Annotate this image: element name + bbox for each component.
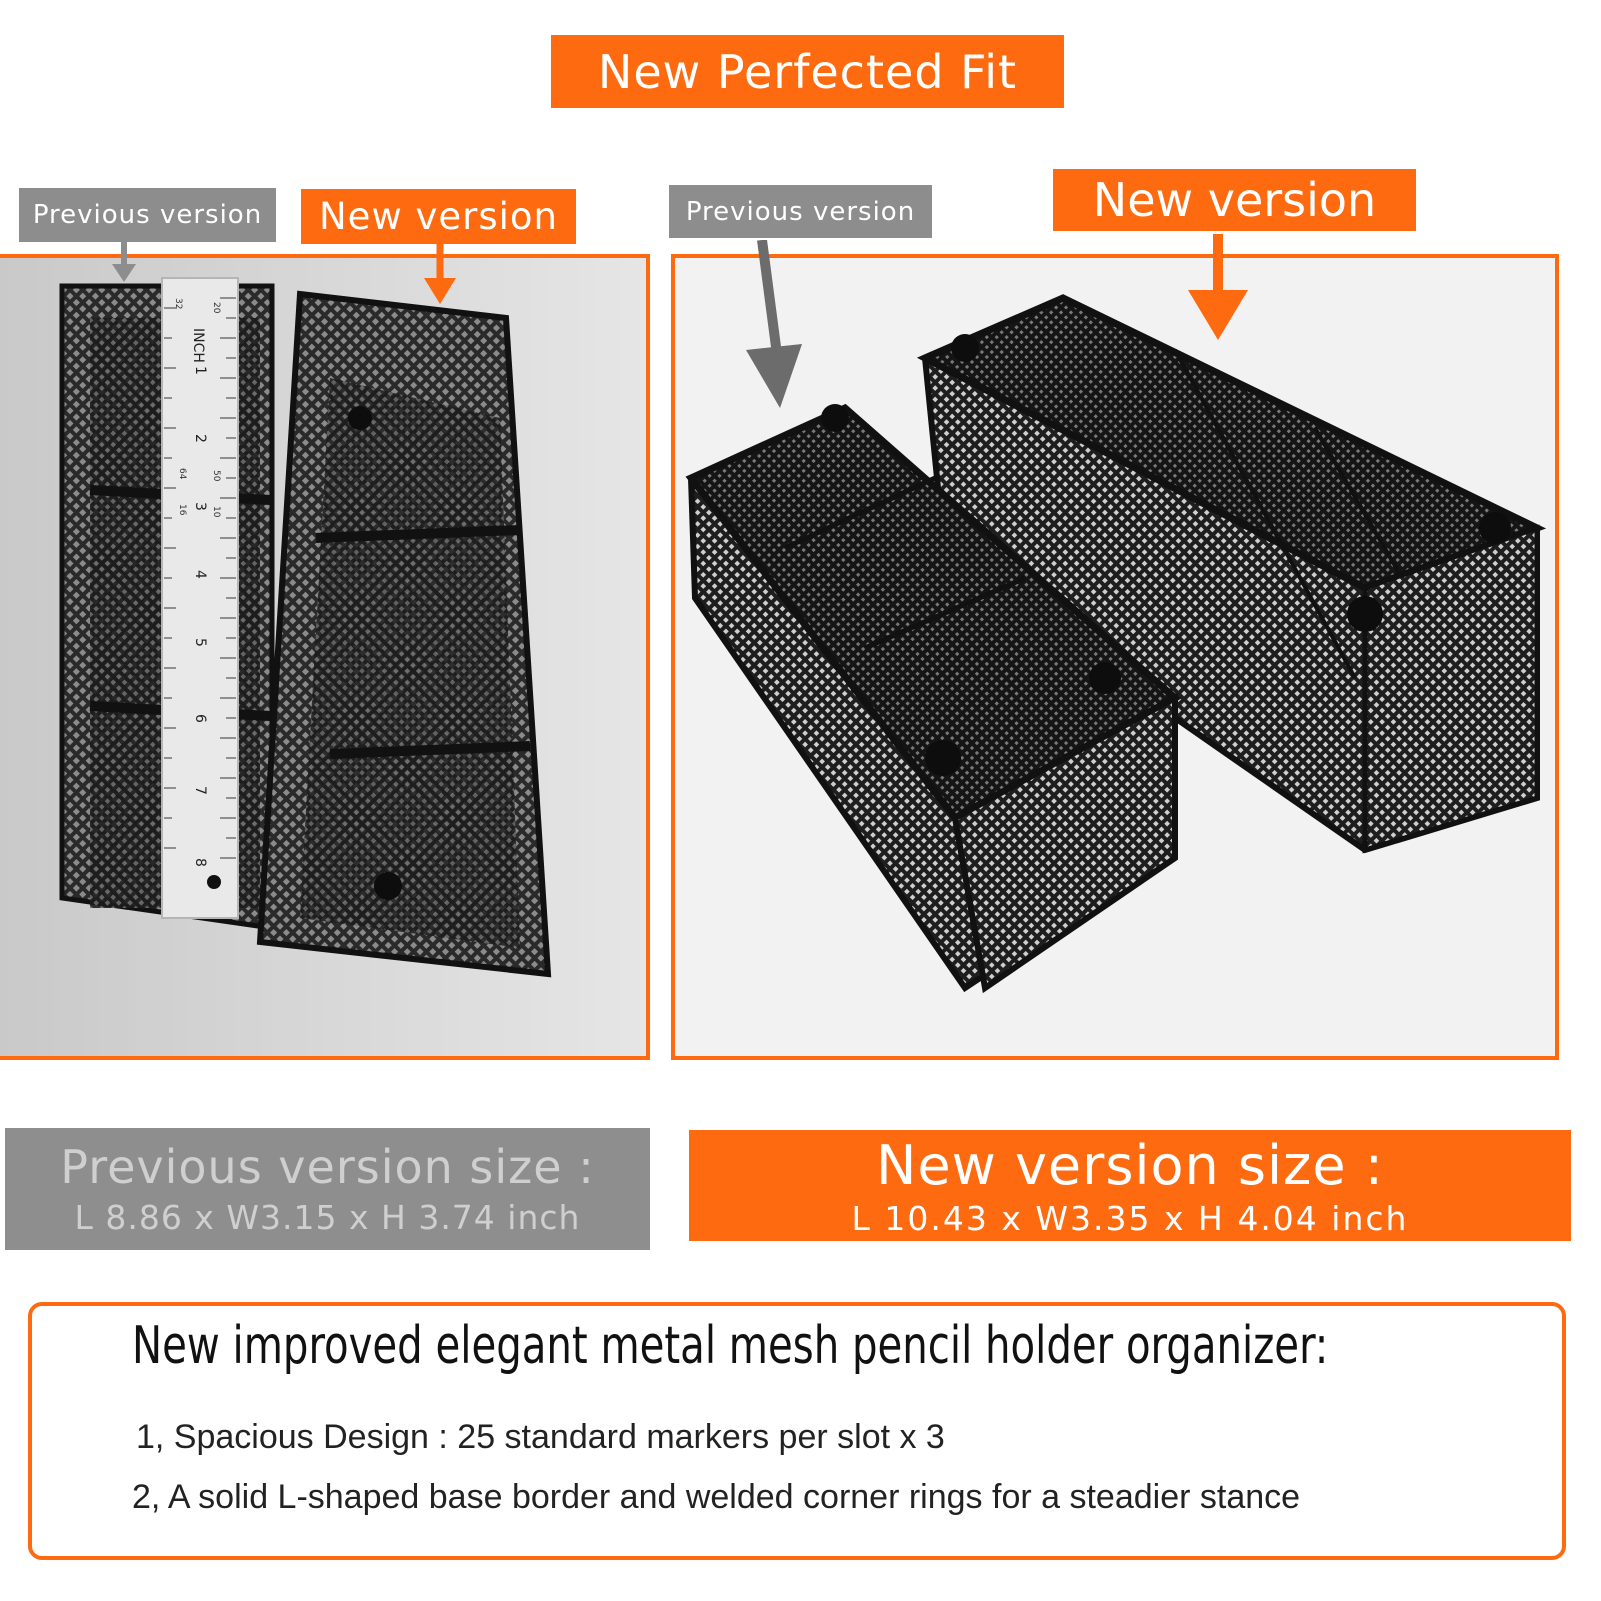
new-size-title: New version size : <box>876 1133 1384 1197</box>
ruler: INCH 1 2 3 4 5 6 7 8 20 32 50 64 10 16 <box>161 277 239 919</box>
ruler-cm-20: 20 <box>211 302 221 314</box>
ruler-inch-5: 5 <box>192 638 208 647</box>
ruler-inch-7: 7 <box>192 786 208 795</box>
arrow-down-icon <box>1188 234 1248 340</box>
new-size-dims: L 10.43 x W3.35 x H 4.04 inch <box>851 1198 1409 1238</box>
photo-angle-view <box>671 254 1559 1060</box>
ruler-inch-4: 4 <box>192 570 208 579</box>
feature-item: 1, Spacious Design : 25 standard markers… <box>136 1418 945 1456</box>
previous-size-dims: L 8.86 x W3.15 x H 3.74 inch <box>74 1197 581 1237</box>
previous-version-tag-left: Previous version <box>19 188 276 242</box>
previous-version-tag-right: Previous version <box>669 185 932 238</box>
ruler-inch-2: 2 <box>192 434 208 443</box>
ruler-cm-16: 16 <box>177 504 187 516</box>
ruler-inch-8: 8 <box>192 858 208 867</box>
ruler-cm-32: 32 <box>173 298 183 309</box>
new-version-tag-left: New version <box>301 189 576 244</box>
feature-item: 2, A solid L-shaped base border and weld… <box>132 1478 1301 1516</box>
ruler-unit-label: INCH <box>190 328 206 363</box>
new-size-box: New version size : L 10.43 x W3.35 x H 4… <box>689 1130 1571 1241</box>
ruler-cm-64: 64 <box>177 468 187 480</box>
arrow-down-icon <box>424 240 456 304</box>
page-title: New Perfected Fit <box>551 35 1064 108</box>
features-panel: New improved elegant metal mesh pencil h… <box>28 1302 1566 1560</box>
ruler-inch-3: 3 <box>192 502 208 511</box>
arrow-down-icon <box>746 240 802 408</box>
arrow-down-icon <box>112 238 136 282</box>
photo-top-view: INCH 1 2 3 4 5 6 7 8 20 32 50 64 10 16 <box>0 254 650 1060</box>
features-heading: New improved elegant metal mesh pencil h… <box>132 1316 1329 1376</box>
ruler-inch-1: 1 <box>192 366 208 375</box>
previous-size-title: Previous version size : <box>60 1139 595 1194</box>
previous-size-box: Previous version size : L 8.86 x W3.15 x… <box>5 1128 650 1250</box>
ruler-inch-6: 6 <box>192 714 208 723</box>
ruler-cm-50: 50 <box>211 470 221 482</box>
new-version-tag-right: New version <box>1053 169 1416 231</box>
ruler-cm-10: 10 <box>211 506 221 518</box>
